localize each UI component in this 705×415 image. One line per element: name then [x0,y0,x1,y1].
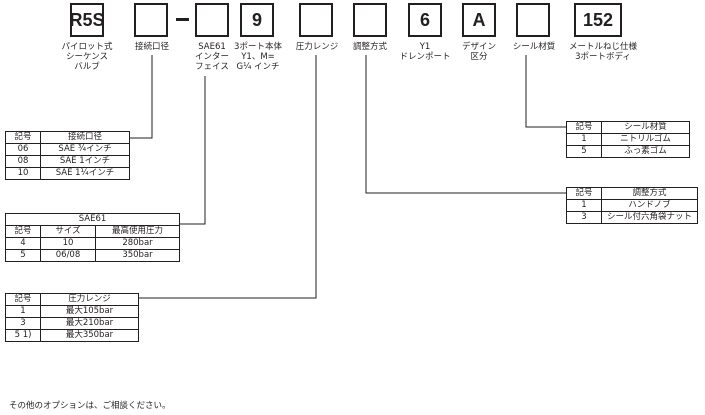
table-cell: 06 [5,143,41,156]
table-header: 調整方式 [601,187,698,200]
table-cell: ふっ素ゴム [601,145,690,158]
table-cell: 10 [40,237,96,250]
label-screw: メートルねじ仕様 3ポートボディ [568,42,637,62]
table-cell: 最大350bar [40,329,139,342]
table-row: 4 10 280bar [5,237,180,250]
table-cell: シール付六角袋ナット [601,211,698,224]
table-row: 5 ふっ素ゴム [566,145,690,158]
table-row: 08 SAE 1インチ [5,155,130,168]
table-cell: SAE ¾インチ [40,143,130,156]
code-box-port: 9 [240,3,274,37]
code-separator-dash [176,18,189,21]
table-cell: 5 [5,249,41,262]
table-cell: 280bar [95,237,180,250]
table-cell: 3 [5,317,41,330]
table-cell: ニトリルゴム [601,133,690,146]
table-cell: 06/08 [40,249,96,262]
label-valve: パイロット式 シーケンス バルブ [61,42,113,72]
label-design: デザイン 区分 [461,42,496,62]
table-header: 記号 [566,121,602,134]
table-row: 1 ハンドノブ [566,199,698,212]
label-pressure: 圧力レンジ [295,42,339,52]
table-header: 最高使用圧力 [95,225,180,238]
code-box-interface [195,3,229,37]
table-cell: 最大210bar [40,317,139,330]
table-cell: 3 [566,211,602,224]
table-header: 圧力レンジ [40,293,139,306]
table-title: SAE61 [5,213,180,226]
table-cell: 最大105bar [40,305,139,318]
table-cell: SAE 1¼インチ [40,167,130,180]
table-row: 1 最大105bar [5,305,139,318]
code-box-screw: 152 [574,3,622,37]
table-header: シール材質 [601,121,690,134]
table-row: 3 最大210bar [5,317,139,330]
code-box-design: A [462,3,496,37]
label-seal: シール材質 [512,42,556,52]
connector-connection [130,55,153,139]
table-row: 5 1) 最大350bar [5,329,139,342]
table-cell: 4 [5,237,41,250]
connector-sae61 [180,76,206,225]
label-port: 3ポート本体 Y1、M= G¼ インチ [234,42,282,72]
table-header: 接続口径 [40,131,130,144]
table-pressure: 記号 圧力レンジ 1 最大105bar 3 最大210bar 5 1) 最大35… [5,293,139,342]
code-box-pressure [299,3,333,37]
table-sae61: SAE61 記号 サイズ 最高使用圧力 4 10 280bar 5 06/08 … [5,213,180,262]
table-row: 10 SAE 1¼インチ [5,167,130,180]
table-cell: ハンドノブ [601,199,698,212]
table-cell: 1 [5,305,41,318]
table-header: 記号 [566,187,602,200]
table-seal: 記号 シール材質 1 ニトリルゴム 5 ふっ素ゴム [566,121,690,158]
table-cell: SAE 1インチ [40,155,130,168]
table-cell: 350bar [95,249,180,262]
code-box-connection [134,3,168,37]
code-box-drain: 6 [408,3,442,37]
code-box-adjust [353,3,387,37]
connector-adjust [365,55,566,194]
table-cell: 5 [566,145,602,158]
footnote: その他のオプションは、ご相談ください。 [9,401,171,411]
label-connection: 接続口径 [134,42,169,52]
table-adjust: 記号 調整方式 1 ハンドノブ 3 シール付六角袋ナット [566,187,698,224]
table-row: 06 SAE ¾インチ [5,143,130,156]
connector-pressure [139,55,317,299]
table-header: 記号 [5,131,41,144]
table-cell: 10 [5,167,41,180]
label-sae61: SAE61 インター フェイス [194,42,229,72]
table-connection: 記号 接続口径 06 SAE ¾インチ 08 SAE 1インチ 10 SAE 1… [5,131,130,180]
code-box-seal [516,3,550,37]
table-header: サイズ [40,225,96,238]
table-row: 1 ニトリルゴム [566,133,690,146]
table-cell: 1 [566,199,602,212]
table-cell: 5 1) [5,329,41,342]
table-row: 3 シール付六角袋ナット [566,211,698,224]
table-header: 記号 [5,293,41,306]
label-adjust: 調整方式 [352,42,387,52]
connector-seal [525,55,566,128]
table-row: 5 06/08 350bar [5,249,180,262]
code-box-series: R5S [70,3,105,37]
table-cell: 1 [566,133,602,146]
table-cell: 08 [5,155,41,168]
table-header: 記号 [5,225,41,238]
label-drain: Y1 ドレンポート [399,42,451,62]
